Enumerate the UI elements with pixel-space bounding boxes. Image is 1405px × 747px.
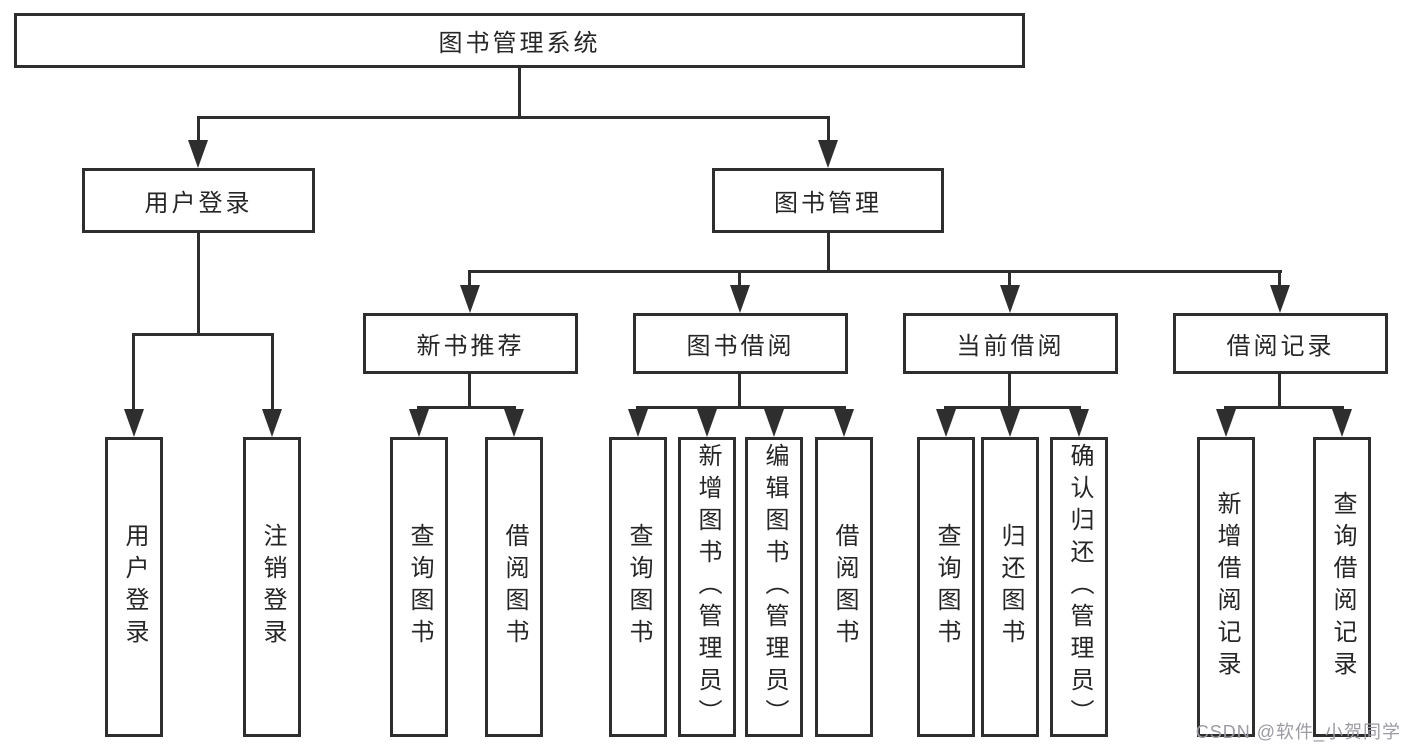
leaf-borrow-books-recommend: 借阅图书 bbox=[485, 437, 543, 737]
connector-line bbox=[1008, 372, 1011, 409]
arrow-down-icon bbox=[262, 409, 282, 437]
node-book-management: 图书管理 bbox=[712, 168, 944, 233]
leaf-borrow-books-borrow: 借阅图书 bbox=[815, 437, 873, 737]
node-new-book-recommendation: 新书推荐 bbox=[363, 313, 578, 374]
node-label: 用户登录 bbox=[144, 190, 253, 217]
node-label: 新增图书（管理员） bbox=[694, 443, 721, 731]
leaf-return-books: 归还图书 bbox=[981, 437, 1039, 737]
connector-line bbox=[132, 333, 135, 419]
node-label: 图书管理系统 bbox=[438, 30, 601, 57]
connector-line bbox=[738, 372, 741, 409]
arrow-down-icon bbox=[936, 409, 956, 437]
arrow-down-icon bbox=[730, 285, 750, 313]
connector-line bbox=[827, 231, 830, 273]
node-label: 查询借阅记录 bbox=[1329, 491, 1356, 683]
leaf-confirm-return-admin: 确认归还（管理员） bbox=[1050, 437, 1108, 737]
connector-line bbox=[468, 372, 471, 409]
connector-line bbox=[1278, 372, 1281, 409]
node-label: 借阅图书 bbox=[831, 523, 858, 651]
connector-line bbox=[1224, 406, 1344, 409]
arrow-down-icon bbox=[1069, 409, 1089, 437]
arrow-down-icon bbox=[697, 409, 717, 437]
connector-line bbox=[827, 116, 830, 152]
arrow-down-icon bbox=[1000, 285, 1020, 313]
node-label: 注销登录 bbox=[259, 523, 286, 651]
connector-line bbox=[197, 116, 830, 119]
connector-line bbox=[271, 333, 274, 419]
connector-line bbox=[944, 406, 1081, 409]
node-current-borrowing: 当前借阅 bbox=[903, 313, 1118, 374]
node-label: 借阅记录 bbox=[1226, 333, 1335, 360]
node-label: 查询图书 bbox=[406, 523, 433, 651]
arrow-down-icon bbox=[1000, 409, 1020, 437]
connector-line bbox=[197, 231, 200, 335]
connector-line bbox=[1278, 270, 1281, 292]
node-label: 用户登录 bbox=[121, 523, 148, 651]
node-label: 确认归还（管理员） bbox=[1066, 443, 1093, 731]
connector-line bbox=[417, 406, 516, 409]
leaf-logout: 注销登录 bbox=[243, 437, 301, 737]
arrow-down-icon bbox=[124, 409, 144, 437]
node-label: 新增借阅记录 bbox=[1213, 491, 1240, 683]
connector-line bbox=[197, 116, 200, 152]
node-label: 图书借阅 bbox=[686, 333, 795, 360]
node-label: 编辑图书（管理员） bbox=[761, 443, 788, 731]
node-label: 新书推荐 bbox=[416, 333, 525, 360]
leaf-add-books-admin: 新增图书（管理员） bbox=[678, 437, 736, 737]
node-book-borrowing: 图书借阅 bbox=[633, 313, 848, 374]
node-label: 图书管理 bbox=[774, 190, 882, 217]
connector-line bbox=[468, 270, 1282, 273]
arrow-down-icon bbox=[1332, 409, 1352, 437]
arrow-down-icon bbox=[628, 409, 648, 437]
connector-line bbox=[636, 406, 846, 409]
arrow-down-icon bbox=[188, 140, 208, 168]
node-library-system: 图书管理系统 bbox=[14, 13, 1025, 68]
leaf-query-borrow-record: 查询借阅记录 bbox=[1313, 437, 1371, 737]
connector-line bbox=[132, 333, 274, 336]
connector-line bbox=[468, 270, 471, 292]
leaf-add-borrow-record: 新增借阅记录 bbox=[1197, 437, 1255, 737]
arrow-down-icon bbox=[818, 140, 838, 168]
arrow-down-icon bbox=[409, 409, 429, 437]
leaf-edit-books-admin: 编辑图书（管理员） bbox=[745, 437, 803, 737]
node-label: 查询图书 bbox=[933, 523, 960, 651]
arrow-down-icon bbox=[834, 409, 854, 437]
arrow-down-icon bbox=[1270, 285, 1290, 313]
node-user-login: 用户登录 bbox=[82, 168, 315, 233]
arrow-down-icon bbox=[460, 285, 480, 313]
connector-line bbox=[1008, 270, 1011, 292]
connector-line bbox=[518, 67, 521, 119]
node-label: 借阅图书 bbox=[501, 523, 528, 651]
leaf-query-books-recommend: 查询图书 bbox=[390, 437, 448, 737]
node-borrowing-records: 借阅记录 bbox=[1173, 313, 1388, 374]
connector-line bbox=[738, 270, 741, 292]
arrow-down-icon bbox=[504, 409, 524, 437]
arrow-down-icon bbox=[1216, 409, 1236, 437]
node-label: 查询图书 bbox=[625, 523, 652, 651]
leaf-query-books-borrow: 查询图书 bbox=[609, 437, 667, 737]
node-label: 当前借阅 bbox=[956, 333, 1065, 360]
leaf-user-login: 用户登录 bbox=[105, 437, 163, 737]
arrow-down-icon bbox=[764, 409, 784, 437]
watermark-text: CSDN @软件_小贺同学 bbox=[1195, 722, 1401, 742]
leaf-query-books-current: 查询图书 bbox=[917, 437, 975, 737]
node-label: 归还图书 bbox=[997, 523, 1024, 651]
